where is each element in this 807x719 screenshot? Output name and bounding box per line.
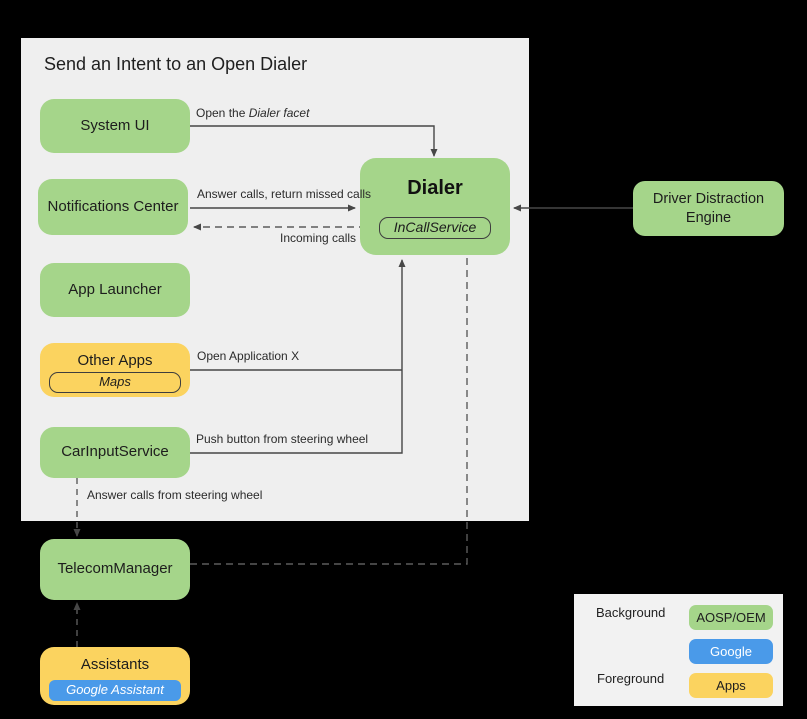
edge-label-answer-calls: Answer calls, return missed calls	[197, 187, 372, 201]
node-label: Other Apps	[77, 352, 153, 369]
edge-label-text: Open the	[196, 106, 249, 120]
node-label: Google Assistant	[66, 682, 164, 698]
node-notifications-center: Notifications Center	[38, 179, 188, 235]
edge-label-emphasis: Dialer facet	[248, 106, 310, 120]
node-label: App Launcher	[68, 280, 162, 298]
edge-label-incoming-calls: Incoming calls	[280, 231, 357, 245]
node-dialer: Dialer InCallService	[360, 158, 510, 255]
node-label: InCallService	[393, 219, 477, 236]
page-title: Send an Intent to an Open Dialer	[44, 54, 308, 74]
node-google-assistant: Google Assistant	[49, 680, 181, 701]
legend-panel: Background Foreground AOSP/OEM Google Ap…	[574, 594, 783, 706]
node-car-input-service: CarInputService	[40, 427, 190, 478]
legend-item-google: Google	[689, 639, 773, 664]
node-telecom-manager: TelecomManager	[40, 539, 190, 600]
node-app-launcher: App Launcher	[40, 263, 190, 317]
node-label: System UI	[80, 116, 150, 134]
legend-item-aosp-oem: AOSP/OEM	[689, 605, 773, 630]
edge-label-push-button: Push button from steering wheel	[196, 432, 369, 446]
node-label: Dialer	[407, 177, 463, 199]
node-label: Notifications Center	[47, 197, 179, 215]
node-label: Driver Distraction Engine	[652, 191, 765, 226]
node-driver-distraction-engine: Driver Distraction Engine	[633, 181, 784, 236]
node-system-ui: System UI	[40, 99, 190, 153]
legend-background-label: Background	[596, 605, 666, 620]
node-label: Assistants	[80, 656, 150, 673]
legend-foreground-label: Foreground	[597, 671, 665, 686]
node-maps: Maps	[49, 372, 181, 393]
node-other-apps: Other Apps Maps	[40, 343, 190, 397]
node-label: TelecomManager	[57, 560, 173, 578]
edge-label-open-application-x: Open Application X	[197, 349, 300, 363]
edge-label-answer-steering: Answer calls from steering wheel	[87, 488, 263, 502]
edge-label-open-dialer-facet: Open the Dialer facet	[196, 106, 309, 120]
legend-item-apps: Apps	[689, 673, 773, 698]
node-label: CarInputService	[61, 443, 169, 461]
node-assistants: Assistants Google Assistant	[40, 647, 190, 705]
node-incallservice: InCallService	[379, 217, 491, 239]
node-label: Maps	[99, 374, 131, 390]
